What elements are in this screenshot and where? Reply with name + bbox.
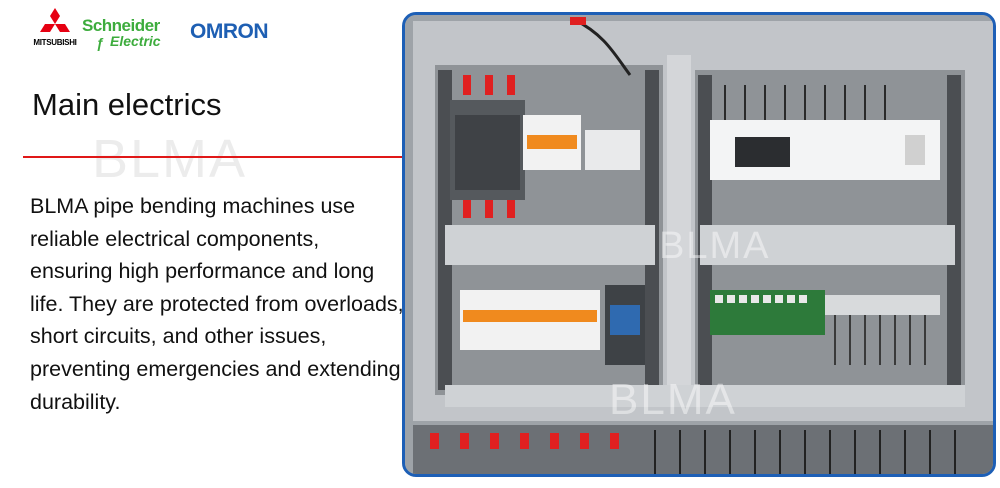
watermark-photo-bottom: BLMA — [609, 375, 737, 424]
callout-line — [23, 156, 465, 158]
brand-logos: MITSUBISHI Schneider ƒ Electric OMRON — [30, 8, 290, 51]
watermark-photo-center: BLMA — [659, 225, 771, 267]
section-heading: Main electrics — [32, 87, 222, 122]
cabinet-illustration — [405, 15, 993, 474]
omron-logo: OMRON — [190, 20, 269, 43]
schneider-logo: Schneider ƒ Electric — [82, 16, 192, 51]
mitsubishi-diamonds-icon — [40, 8, 70, 32]
schneider-electric-wordmark: Electric — [110, 33, 161, 49]
section-description: BLMA pipe bending machines use reliable … — [30, 194, 404, 414]
mitsubishi-logo: MITSUBISHI — [30, 8, 80, 50]
schneider-wordmark: Schneider — [82, 16, 160, 35]
schneider-life-is-on-icon: ƒ — [96, 35, 104, 51]
mitsubishi-wordmark: MITSUBISHI — [33, 38, 77, 47]
watermark-left: BLMA — [92, 129, 248, 189]
electrical-cabinet-photo: BLMA BLMA — [402, 12, 996, 477]
